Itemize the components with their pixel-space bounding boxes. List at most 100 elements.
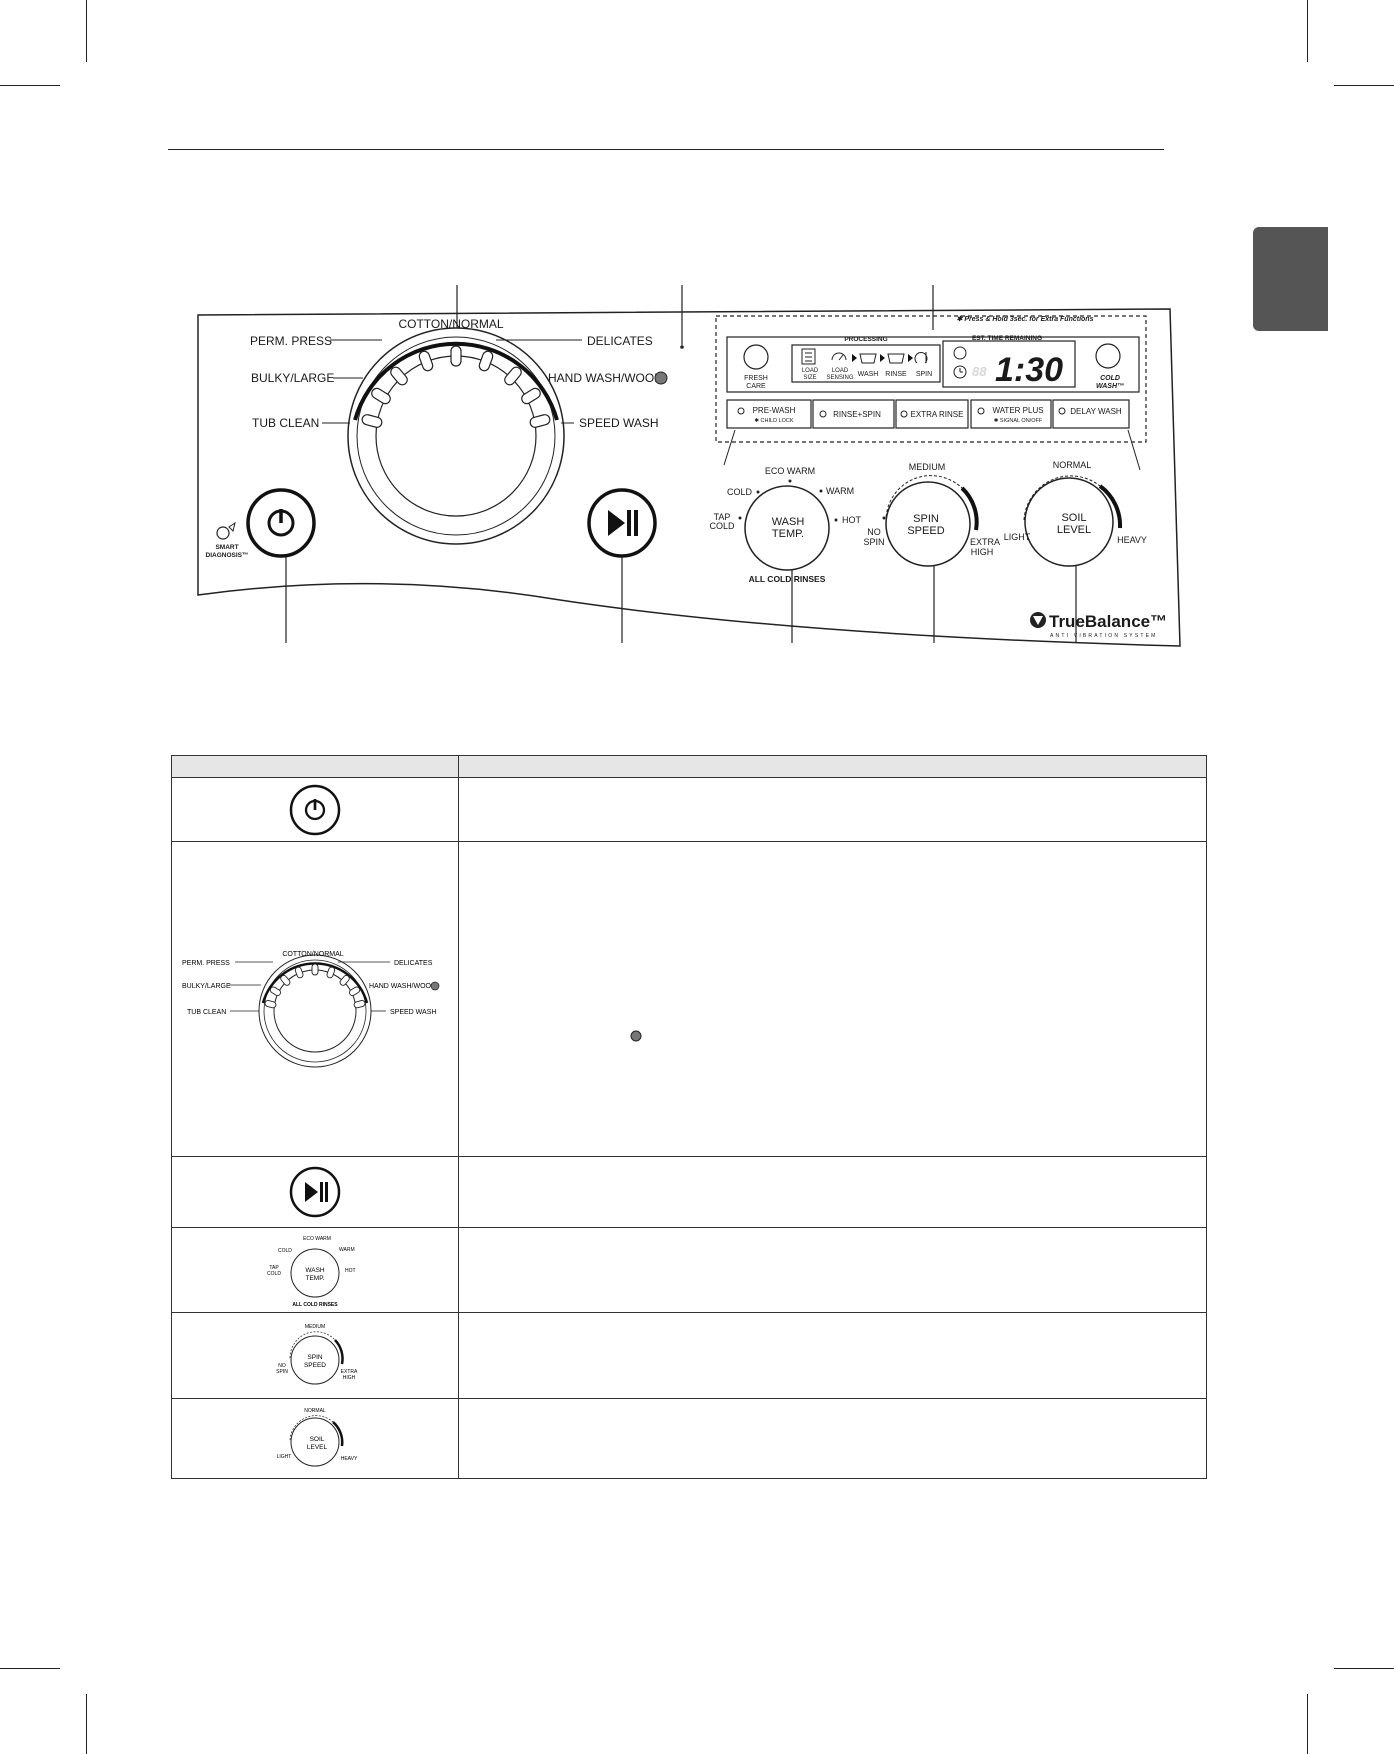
rinse-spin-button[interactable]: [812, 399, 895, 429]
spin-speed-extra-high-label: EXTRA: [341, 1369, 358, 1375]
wash-icon: [859, 353, 877, 364]
soil-level-heavy-label: HEAVY: [341, 1456, 358, 1462]
table-header-row: [171, 755, 1207, 778]
spin-speed-knob[interactable]: [885, 475, 979, 567]
cycle-description-cell: [458, 841, 1207, 1157]
cycle-delicates-label: DELICATES: [587, 334, 653, 348]
wash-temp-warm-label: WARM: [826, 486, 854, 496]
control-panel-features-table: COTTON/NORMAL PERM. PRESS DELICATES BULK…: [171, 755, 1207, 1479]
wash-temp-tap-cold-label: TAP: [714, 512, 731, 522]
child-lock-label: ✱ CHILD LOCK: [754, 417, 793, 424]
extra-functions-hint: ✱ Press & Hold 3sec. for Extra Functions: [957, 315, 1094, 323]
soil-level-icon-cell: SOIL LEVEL NORMAL LIGHT HEAVY: [171, 1398, 459, 1479]
cold-wash-button[interactable]: [1095, 343, 1121, 369]
brand-tagline: ANTI VIBRATION SYSTEM: [1050, 633, 1158, 639]
table-header-cell: [458, 755, 1207, 778]
wash-temp-description-cell: [458, 1227, 1207, 1313]
load-sensing-icon: [831, 352, 847, 361]
wash-temp-cold-label: COLD: [278, 1248, 292, 1254]
cycle-perm-press-label: PERM. PRESS: [250, 334, 332, 348]
cycle-hand-wash-wool-label: HAND WASH/WOOL: [369, 983, 435, 990]
load-size-icon: [801, 348, 816, 365]
table-row: SOIL LEVEL NORMAL LIGHT HEAVY: [171, 1398, 1207, 1479]
pre-wash-label: PRE-WASH: [753, 406, 796, 415]
crop-mark: [86, 1694, 87, 1754]
rinse-stage-label: RINSE: [885, 371, 907, 378]
wash-temp-hot-label: HOT: [842, 515, 862, 525]
wash-temp-cold-label: COLD: [727, 487, 753, 497]
wash-temp-knob[interactable]: [744, 485, 830, 571]
soil-level-title: SOIL: [310, 1436, 325, 1443]
crop-mark: [1307, 1694, 1308, 1754]
header-rule: [168, 149, 1164, 150]
water-plus-button[interactable]: [970, 399, 1052, 429]
crop-mark: [1307, 0, 1308, 62]
rinse-spin-label: RINSE+SPIN: [833, 410, 881, 419]
spin-speed-description-cell: [458, 1312, 1207, 1399]
wash-temp-title: WASH: [772, 516, 805, 528]
power-icon: [267, 509, 295, 537]
spin-speed-medium-label: MEDIUM: [305, 1324, 325, 1330]
soil-level-knob[interactable]: [1023, 475, 1123, 567]
table-row: [171, 1156, 1207, 1228]
pre-wash-button[interactable]: [726, 399, 812, 429]
spin-speed-no-spin-label: SPIN: [863, 537, 884, 547]
load-sensing-label: LOAD: [832, 368, 849, 374]
table-header-cell: [171, 755, 459, 778]
load-size-label: SIZE: [803, 375, 816, 381]
delay-wash-label: DELAY WASH: [1070, 407, 1122, 416]
spin-speed-no-spin-label: SPIN: [276, 1369, 288, 1375]
wash-temp-eco-warm-label: ECO WARM: [303, 1236, 331, 1242]
section-tab-marker: [1253, 227, 1328, 331]
cycle-selector-knob[interactable]: [347, 327, 565, 545]
water-plus-label: WATER PLUS: [992, 406, 1043, 415]
play-pause-icon: [608, 510, 638, 536]
wash-stage-label: WASH: [858, 371, 879, 378]
spin-speed-extra-high-label: EXTRA: [970, 537, 1000, 547]
spin-speed-no-spin-label: NO: [867, 527, 881, 537]
wifi-status-icon: [953, 346, 967, 360]
delay-clock-icon: [953, 365, 967, 379]
wash-temp-hot-label: HOT: [345, 1268, 356, 1274]
spin-speed-title: SPIN: [913, 513, 939, 525]
table-row: SPIN SPEED MEDIUM NO SPIN EXTRA HIGH: [171, 1312, 1207, 1399]
spin-speed-medium-label: MEDIUM: [909, 462, 946, 472]
wash-temp-title: WASH: [305, 1267, 325, 1274]
spin-icon: [914, 352, 928, 364]
power-button-icon: [289, 784, 341, 835]
start-pause-icon-cell: [171, 1156, 459, 1228]
crop-mark: [0, 85, 60, 86]
fresh-care-button[interactable]: [743, 344, 769, 370]
time-remaining-readout: 88: [972, 364, 987, 379]
all-cold-rinses-label: ALL COLD RINSES: [749, 574, 826, 584]
extra-rinse-button[interactable]: [895, 399, 969, 429]
soil-level-heavy-label: HEAVY: [1117, 535, 1147, 545]
soil-level-title: LEVEL: [1057, 524, 1091, 536]
wash-temp-tap-cold-label: TAP: [269, 1265, 279, 1271]
fresh-care-label: CARE: [746, 383, 766, 390]
wash-temp-title: TEMP.: [772, 528, 804, 540]
cycle-perm-press-label: PERM. PRESS: [182, 960, 230, 967]
wash-temp-tap-cold-label: COLD: [709, 521, 735, 531]
soil-level-normal-label: NORMAL: [1053, 460, 1092, 470]
soil-level-illustration: SOIL LEVEL NORMAL LIGHT HEAVY: [277, 1408, 358, 1466]
delay-wash-button[interactable]: [1052, 399, 1130, 429]
soil-level-light-label: LIGHT: [1004, 532, 1031, 542]
cycle-hand-wash-wool-label: HAND WASH/WOOL: [548, 371, 661, 385]
woolmark-icon: [654, 371, 668, 385]
signal-on-off-label: ✱ SIGNAL ON/OFF: [994, 417, 1043, 424]
power-icon-cell: [171, 777, 459, 842]
truebalance-logo-icon: [1030, 612, 1046, 628]
time-remaining-value: 1:30: [995, 351, 1063, 389]
smart-diagnosis-label: DIAGNOSIS™: [206, 552, 249, 559]
spin-stage-label: SPIN: [916, 371, 932, 378]
soil-level-light-label: LIGHT: [277, 1454, 292, 1460]
power-button[interactable]: [246, 488, 316, 558]
power-description-cell: [458, 777, 1207, 842]
start-pause-button[interactable]: [587, 488, 657, 558]
arrow-right-icon: [880, 354, 885, 362]
start-pause-description-cell: [458, 1156, 1207, 1228]
crop-mark: [86, 0, 87, 62]
spin-speed-extra-high-label: HIGH: [971, 547, 994, 557]
wash-temp-warm-label: WARM: [339, 1247, 355, 1253]
